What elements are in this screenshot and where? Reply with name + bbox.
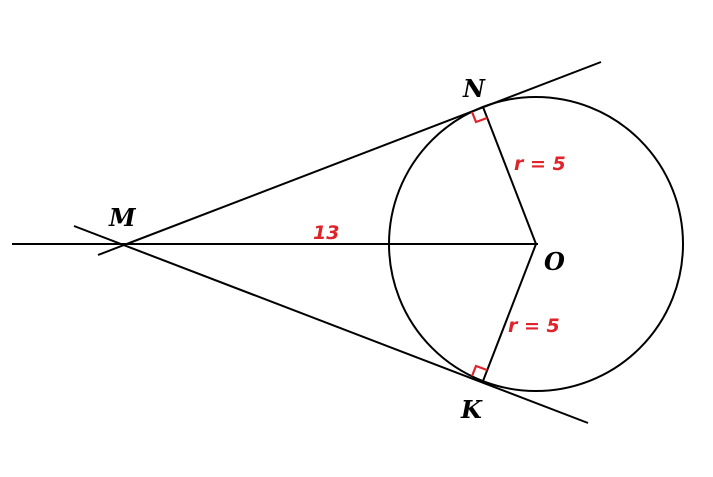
length-label-mo: 13: [313, 222, 339, 244]
radius-on: [482, 106, 537, 245]
point-label-m: M: [108, 203, 137, 232]
point-label-k: K: [460, 395, 483, 424]
right-angle-marker-n: [470, 111, 488, 124]
tangent-line-mk: [73, 225, 589, 424]
radius-label-ok: r = 5: [508, 315, 560, 337]
radius-ok: [482, 243, 537, 382]
tangent-line-mn: [97, 61, 602, 256]
point-label-n: N: [462, 74, 486, 103]
circle-o: [388, 96, 684, 392]
point-label-o: O: [544, 247, 565, 276]
right-angle-marker-k: [470, 364, 488, 377]
radius-label-on: r = 5: [514, 153, 566, 175]
